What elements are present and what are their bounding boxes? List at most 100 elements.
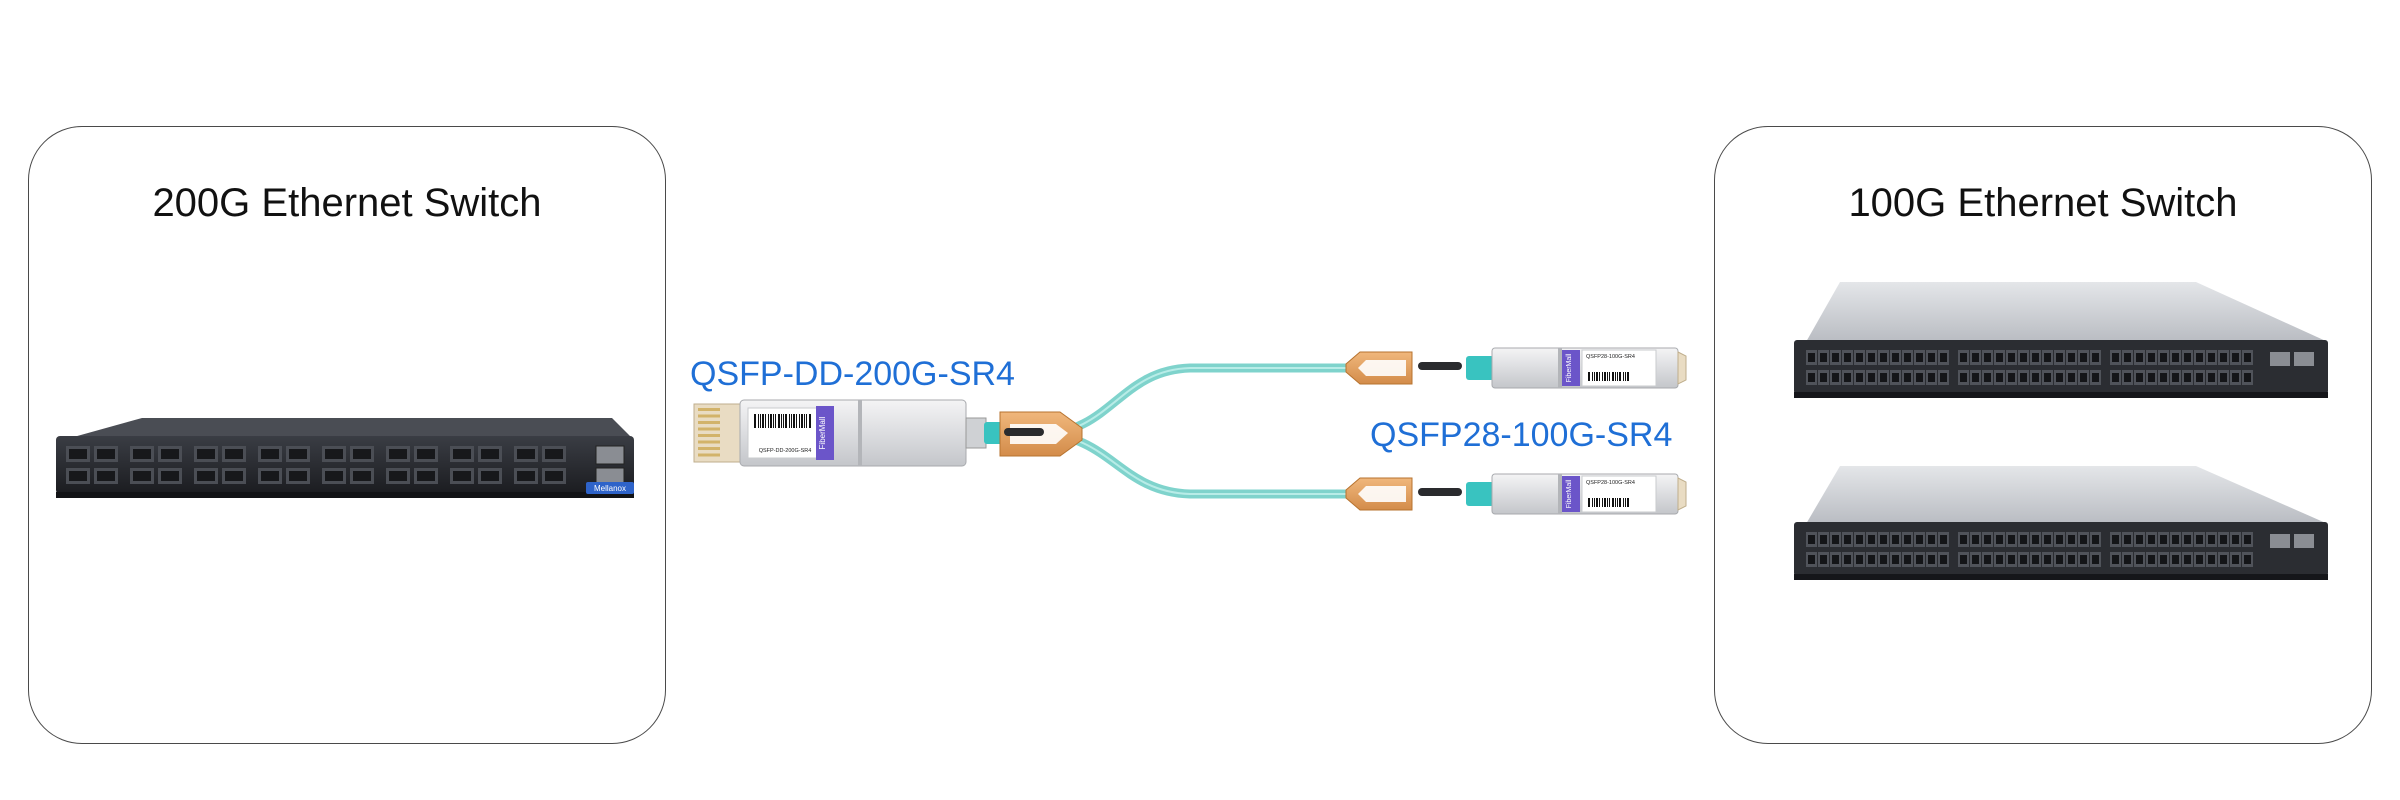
switch-port-opening [1892,353,1899,362]
switch-port-opening [1960,555,1967,564]
gold-finger [698,408,720,411]
switch-port-opening [1904,353,1911,362]
switch-port-opening [2092,555,2099,564]
switch-port-opening [1960,535,1967,544]
switch-port-opening [2172,555,2179,564]
barcode-bar [789,414,790,428]
barcode-bar [1604,498,1606,507]
switch-port-opening [1820,535,1827,544]
gold-finger [698,453,720,457]
switch-port-opening [1972,555,1979,564]
barcode-bar [781,414,782,428]
switch-port-opening [2056,353,2063,362]
mgmt-port [2270,534,2290,548]
switch-port-opening [1892,373,1899,382]
barcode-bar [1612,498,1614,507]
switch-port-opening [69,449,87,459]
barcode-bar [1588,372,1590,381]
barcode-bar [793,414,795,428]
switch-port-opening [1940,535,1947,544]
switch-port-opening [1940,353,1947,362]
switch-port-opening [1972,535,1979,544]
barcode-bar [1615,372,1616,381]
switch-port-opening [2112,555,2119,564]
switch-port-opening [97,449,115,459]
switch-port-opening [1916,535,1923,544]
switch-port-opening [2044,555,2051,564]
barcode-bar [1599,498,1600,507]
barcode-bar [762,414,764,428]
barcode-bar [804,414,805,428]
switch-port-opening [1808,535,1815,544]
switch-port-opening [1856,353,1863,362]
switch-port-opening [1820,353,1827,362]
switch-port-opening [2020,535,2027,544]
switch-port-opening [2220,555,2227,564]
switch-port-opening [353,449,371,459]
mgmt-port [2270,352,2290,366]
barcode-bar [1627,372,1629,381]
switch-port-opening [1984,535,1991,544]
barcode-bar [1617,498,1618,507]
qsfp28-bottom-sticker-text: QSFP28-100G-SR4 [1586,480,1635,486]
right-panel-title: 100G Ethernet Switch [1848,181,2238,225]
barcode-bar [1627,498,1629,507]
barcode-bar [754,414,756,428]
barcode-bar [1615,498,1616,507]
switch-port-opening [1868,555,1875,564]
switch-port-opening [517,471,535,481]
switch-port-opening [2092,353,2099,362]
barcode-bar [760,414,761,428]
barcode-bar [1596,498,1598,507]
switch-port-opening [1856,535,1863,544]
mgmt-port [2294,352,2314,366]
switch-port-opening [389,471,407,481]
switch-port-opening [1928,373,1935,382]
switch-port-opening [133,471,151,481]
switch-port-opening [2196,535,2203,544]
switch-port-opening [2148,535,2155,544]
barcode-bar [1607,372,1608,381]
switch-port-opening [1880,555,1887,564]
switch-port-opening [1892,535,1899,544]
switch-port-opening [2020,353,2027,362]
switch-port-opening [1984,555,1991,564]
gold-finger [698,440,720,444]
switch-port-opening [1928,555,1935,564]
switch-port-opening [2148,555,2155,564]
switch-port-opening [2148,353,2155,362]
barcode-bar [1617,372,1618,381]
switch-port-opening [1916,373,1923,382]
qsfp-dd-module-label: QSFP-DD-200G-SR4 [690,355,1015,393]
switch-port-opening [2184,353,2191,362]
switch-port-opening [2136,353,2143,362]
switch-port-opening [2172,535,2179,544]
switch-port-opening [2112,535,2119,544]
switch-port-opening [2008,373,2015,382]
switch-port-opening [1880,373,1887,382]
switch-port-opening [197,449,215,459]
switch-port-opening [2068,555,2075,564]
switch-port-opening [2032,353,2039,362]
qsfp28-bottom-brand-text: FiberMall [1566,479,1573,508]
switch-port-opening [2208,555,2215,564]
switch-port-opening [2220,535,2227,544]
switch-port-opening [1868,353,1875,362]
barcode-bar [796,414,797,428]
barcode-bar [768,414,769,428]
switch-port-opening [2220,373,2227,382]
switch-port-opening [2184,373,2191,382]
fibermall-brand-strip [816,406,834,460]
switch-port-opening [1984,353,1991,362]
switch-port-opening [2136,373,2143,382]
switch-port-opening [2136,555,2143,564]
switch-port-opening [2056,373,2063,382]
switch-100g-top [1794,282,2328,398]
switch-port-opening [1892,555,1899,564]
switch-port-opening [1832,535,1839,544]
switch-port-opening [2092,535,2099,544]
switch-port-opening [2032,535,2039,544]
switch-port-opening [2008,555,2015,564]
barcode-bar [1619,372,1621,381]
barcode-bar [806,414,807,428]
